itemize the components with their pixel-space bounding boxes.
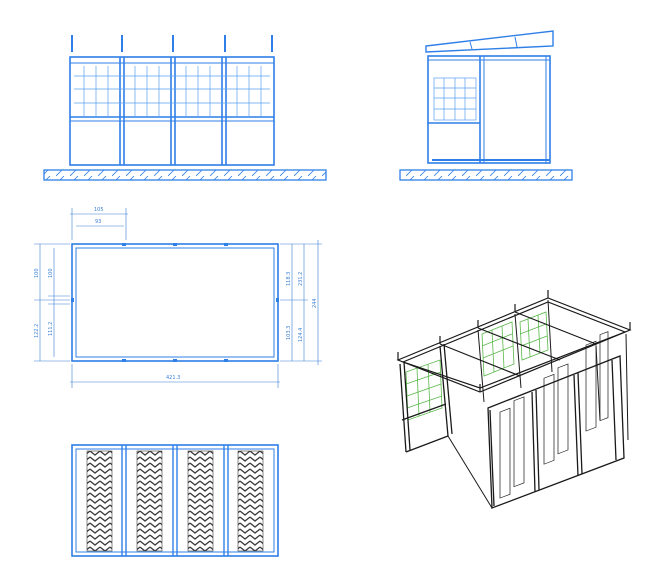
side-elevation-drawing bbox=[399, 30, 573, 181]
isometric-view-drawing bbox=[396, 290, 632, 509]
front-elevation-drawing bbox=[43, 35, 327, 181]
dim-top-outer: 105 bbox=[94, 207, 104, 213]
side-slab bbox=[399, 169, 573, 181]
front-posts bbox=[119, 57, 227, 165]
dim-right-outer: 244 bbox=[312, 298, 318, 308]
iso-roof-frame bbox=[396, 290, 632, 393]
side-glazing-grid bbox=[433, 77, 477, 121]
floor-plan-drawing: 105 93 100 100 122.2 111.2 118.3 231.2 2… bbox=[34, 207, 322, 388]
plan-inner-wall bbox=[75, 247, 275, 358]
roof-plan-drawing bbox=[71, 444, 279, 557]
front-slab bbox=[43, 169, 327, 181]
plan-outer-wall bbox=[71, 243, 279, 362]
plan-post-markers bbox=[71, 243, 279, 362]
dim-top-inner: 93 bbox=[95, 219, 101, 225]
dim-left-lower-outer: 122.2 bbox=[34, 324, 40, 338]
roof-plan-frame bbox=[71, 444, 279, 557]
roof-post-tips bbox=[71, 35, 273, 52]
roof-plan-beams bbox=[121, 445, 229, 556]
dim-right-lower-outer: 124.4 bbox=[298, 328, 304, 342]
dim-right-upper-inner: 118.3 bbox=[286, 272, 292, 286]
plan-dimension-lines bbox=[34, 208, 322, 388]
front-frame bbox=[69, 56, 275, 166]
dim-left-lower-inner: 111.2 bbox=[48, 322, 54, 336]
dim-left-upper-inner: 100 bbox=[48, 268, 54, 278]
dim-right-lower-inner: 103.3 bbox=[286, 326, 292, 340]
dim-bottom: 421.3 bbox=[166, 375, 180, 381]
roof-plan-panels bbox=[86, 450, 264, 552]
iso-left-wall bbox=[399, 343, 453, 453]
side-roof bbox=[425, 30, 554, 53]
dim-left-upper-outer: 100 bbox=[34, 268, 40, 278]
side-frame bbox=[427, 55, 551, 164]
iso-glazing bbox=[405, 311, 549, 421]
iso-door-panels bbox=[499, 331, 609, 499]
iso-front-wall bbox=[487, 355, 625, 509]
iso-interior-frames bbox=[447, 299, 629, 509]
front-glazing-grid bbox=[74, 66, 270, 117]
dim-right-upper-outer: 231.2 bbox=[298, 272, 304, 286]
